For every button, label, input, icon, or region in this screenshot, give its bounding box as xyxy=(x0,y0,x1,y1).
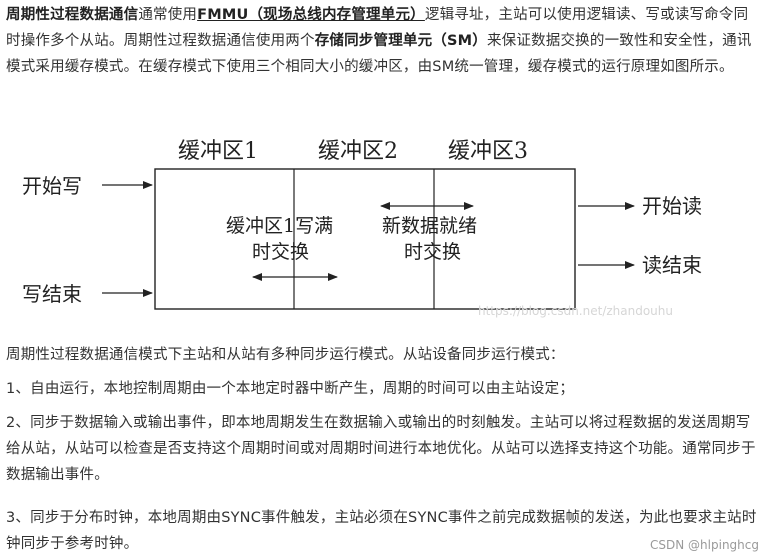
start-write-label: 开始写 xyxy=(22,174,82,198)
buffer-box xyxy=(154,168,576,310)
buffer3-label: 缓冲区3 xyxy=(448,139,528,164)
term-fmmu: FMMU（现场总线内存管理单元） xyxy=(197,7,425,23)
sync-mode-1: 1、自由运行，本地控制周期由一个本地定时器中断产生，周期的时间可以由主站设定； xyxy=(6,381,575,397)
sync-intro-paragraph: 周期性过程数据通信模式下主站和从站有多种同步运行模式。从站设备同步运行模式： xyxy=(6,347,565,363)
sync-mode-2: 2、同步于数据输入或输出事件，即本地周期发生在数据输入或输出的时刻触发。主站可以… xyxy=(6,415,756,483)
note-right-line1: 新数据就绪 xyxy=(382,215,477,237)
buffer-diagram: 缓冲区1 缓冲区2 缓冲区3 开始写 写结束 开始读 读结束 新数据就绪 时交换… xyxy=(22,139,702,318)
term-periodic-comm: 周期性过程数据通信 xyxy=(6,7,139,23)
note-right-line2: 时交换 xyxy=(404,241,461,263)
intro-text-2: 逻辑寻址，主站可以使用逻辑读、写或读写命令同时操作多个从站。周期性过程数据通信使… xyxy=(6,7,749,49)
intro-text-3: 来保证数据交换的一致性和安全性，通讯模式采用缓存模式。在缓存模式下使用三个相同大… xyxy=(6,33,752,75)
csdn-watermark: CSDN @hlpinghcg xyxy=(650,538,759,552)
end-write-label: 写结束 xyxy=(22,282,82,306)
note-left-line1: 缓冲区1写满 xyxy=(226,215,333,237)
intro-text-1: 通常使用 xyxy=(138,7,198,23)
sync-mode-3: 3、同步于分布时钟，本地周期由SYNC事件触发，主站必须在SYNC事件之前完成数… xyxy=(6,510,757,552)
end-read-label: 读结束 xyxy=(642,253,702,277)
watermark-url: https://blog.csdn.net/zhandouhu xyxy=(478,304,673,318)
note-left-line2: 时交换 xyxy=(252,241,309,263)
buffer2-label: 缓冲区2 xyxy=(318,139,398,164)
buffer1-label: 缓冲区1 xyxy=(178,139,258,164)
start-read-label: 开始读 xyxy=(642,194,702,218)
intro-paragraph: 周期性过程数据通信通常使用FMMU（现场总线内存管理单元）逻辑寻址，主站可以使用… xyxy=(6,2,758,80)
term-sm: 存储同步管理单元（SM） xyxy=(314,33,487,49)
